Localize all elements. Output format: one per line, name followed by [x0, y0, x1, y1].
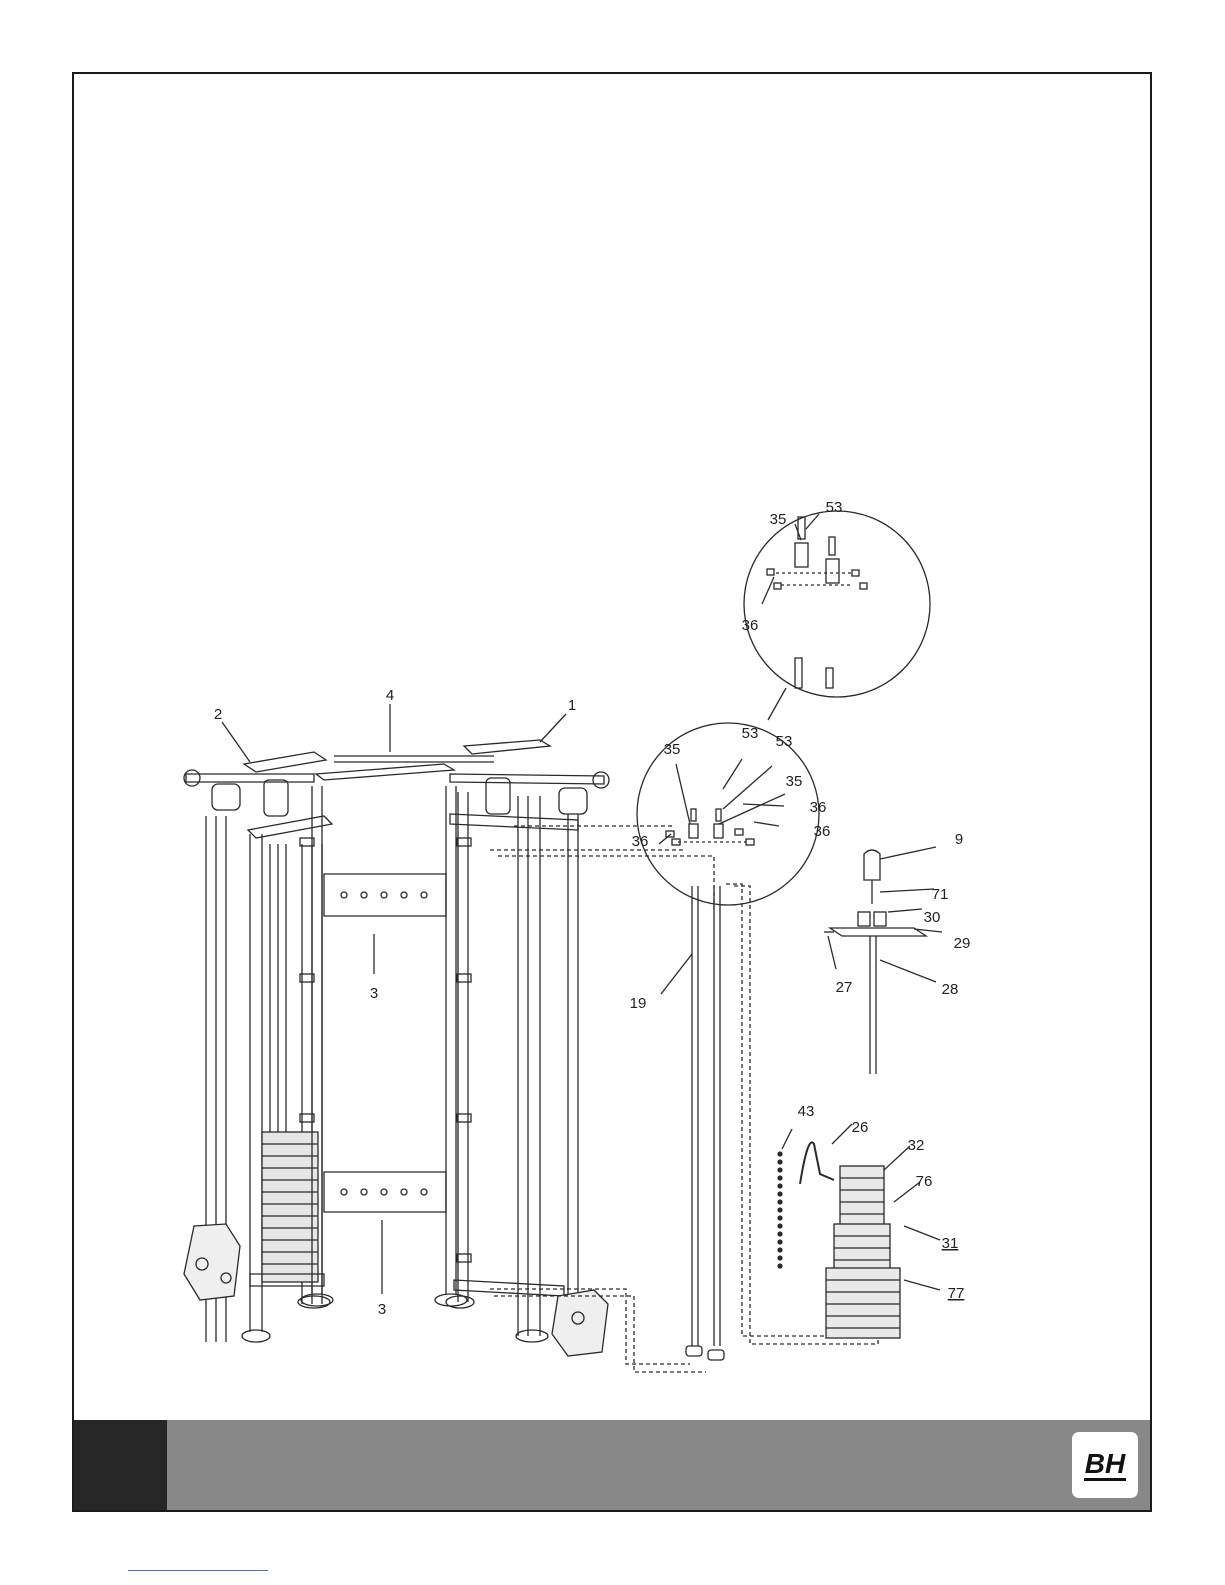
- detail-circle-top: [744, 511, 930, 697]
- callout-53-middle-left: 53: [742, 725, 759, 742]
- callout-43: 43: [798, 1103, 815, 1120]
- callout-53-middle-right: 53: [776, 733, 793, 750]
- footer-page-number-block: [74, 1420, 167, 1510]
- callout-3-upper: 3: [370, 985, 378, 1002]
- callout-71: 71: [932, 886, 949, 903]
- callout-1: 1: [568, 697, 576, 714]
- callout-26: 26: [852, 1119, 869, 1136]
- page-footer-bar: BH: [74, 1420, 1150, 1510]
- callout-53-detail: 53: [826, 499, 843, 516]
- callout-36-detail: 36: [742, 617, 759, 634]
- bh-logo: BH: [1072, 1432, 1138, 1498]
- callout-36-middle-right-lower: 36: [814, 823, 831, 840]
- callout-36-middle-right-upper: 36: [810, 799, 827, 816]
- callout-3-lower: 3: [378, 1301, 386, 1318]
- callout-28: 28: [942, 981, 959, 998]
- callout-35-middle-left: 35: [664, 741, 681, 758]
- callout-4: 4: [386, 687, 394, 704]
- page-frame: 2 4 1 3 3 19 35 53 53 35 36 36 36 35 53 …: [72, 72, 1152, 1512]
- callout-35-detail: 35: [770, 511, 787, 528]
- callout-35-middle-right: 35: [786, 773, 803, 790]
- callout-36-middle-left: 36: [632, 833, 649, 850]
- callout-19: 19: [630, 995, 647, 1012]
- callout-30: 30: [924, 909, 941, 926]
- callout-77: 77: [948, 1285, 965, 1302]
- callout-9: 9: [955, 831, 963, 848]
- callout-31: 31: [942, 1235, 959, 1252]
- bh-logo-text: BH: [1085, 1448, 1126, 1479]
- callout-29: 29: [954, 935, 971, 952]
- bottom-link-underline: [128, 1570, 268, 1571]
- callout-27: 27: [836, 979, 853, 996]
- callout-76: 76: [916, 1173, 933, 1190]
- exploded-assembly-diagram: 2 4 1 3 3 19 35 53 53 35 36 36 36 35 53 …: [74, 74, 1150, 1420]
- callout-2: 2: [214, 706, 222, 723]
- callout-32: 32: [908, 1137, 925, 1154]
